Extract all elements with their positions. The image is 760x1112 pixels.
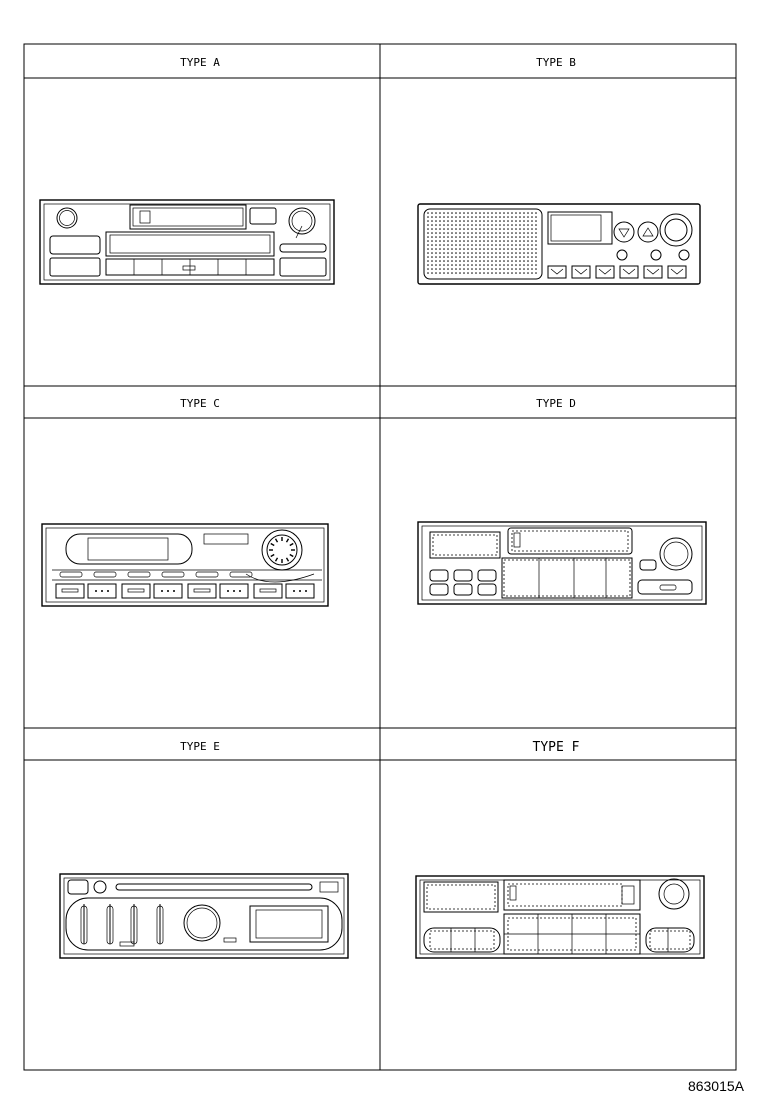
- dial-ticks: [269, 537, 295, 563]
- display-window: [249, 905, 329, 943]
- volume-knob-icon: [183, 904, 221, 942]
- preset-buttons: [55, 583, 315, 599]
- radio-type-a: [39, 199, 335, 285]
- preset-block: [501, 557, 633, 599]
- radio-type-e: [59, 873, 349, 959]
- cassette-door: [507, 527, 633, 555]
- display-window: [129, 204, 247, 230]
- volume-knob-icon: [658, 878, 690, 910]
- speaker-grille: [423, 208, 543, 280]
- display-window: [429, 531, 501, 559]
- knob-left-icon: [56, 207, 78, 229]
- panel-label-type-e: TYPE E: [180, 740, 220, 753]
- seek-down-icon: [613, 221, 635, 243]
- preset-buttons: [547, 265, 687, 279]
- radio-type-f: [415, 875, 705, 959]
- display-window: [423, 881, 499, 913]
- display-window: [65, 533, 193, 565]
- small-buttons: [429, 569, 497, 596]
- tuning-dial-icon: [261, 529, 303, 571]
- slider-controls: [80, 904, 164, 947]
- seek-up-icon: [637, 221, 659, 243]
- cd-slot: [115, 883, 313, 891]
- panel-label-type-f: TYPE F: [533, 740, 580, 755]
- display-window: [547, 211, 613, 245]
- small-buttons: [59, 571, 253, 578]
- panel-label-type-d: TYPE D: [536, 397, 576, 410]
- grid-frame: [23, 43, 737, 1071]
- cassette-door: [105, 231, 275, 257]
- knob-right-icon: [288, 207, 316, 235]
- speaker-grille-dots: [427, 212, 537, 274]
- figure-code: 863015A: [688, 1078, 745, 1094]
- radio-type-c: [41, 523, 329, 607]
- volume-knob-icon: [659, 213, 693, 247]
- panel-label-type-a: TYPE A: [180, 56, 220, 69]
- volume-knob-icon: [659, 537, 693, 571]
- radio-type-b: [417, 203, 701, 285]
- cassette-door: [503, 879, 641, 911]
- panel-label-type-b: TYPE B: [536, 56, 576, 69]
- panel-label-type-c: TYPE C: [180, 397, 220, 410]
- radio-type-d: [417, 521, 707, 605]
